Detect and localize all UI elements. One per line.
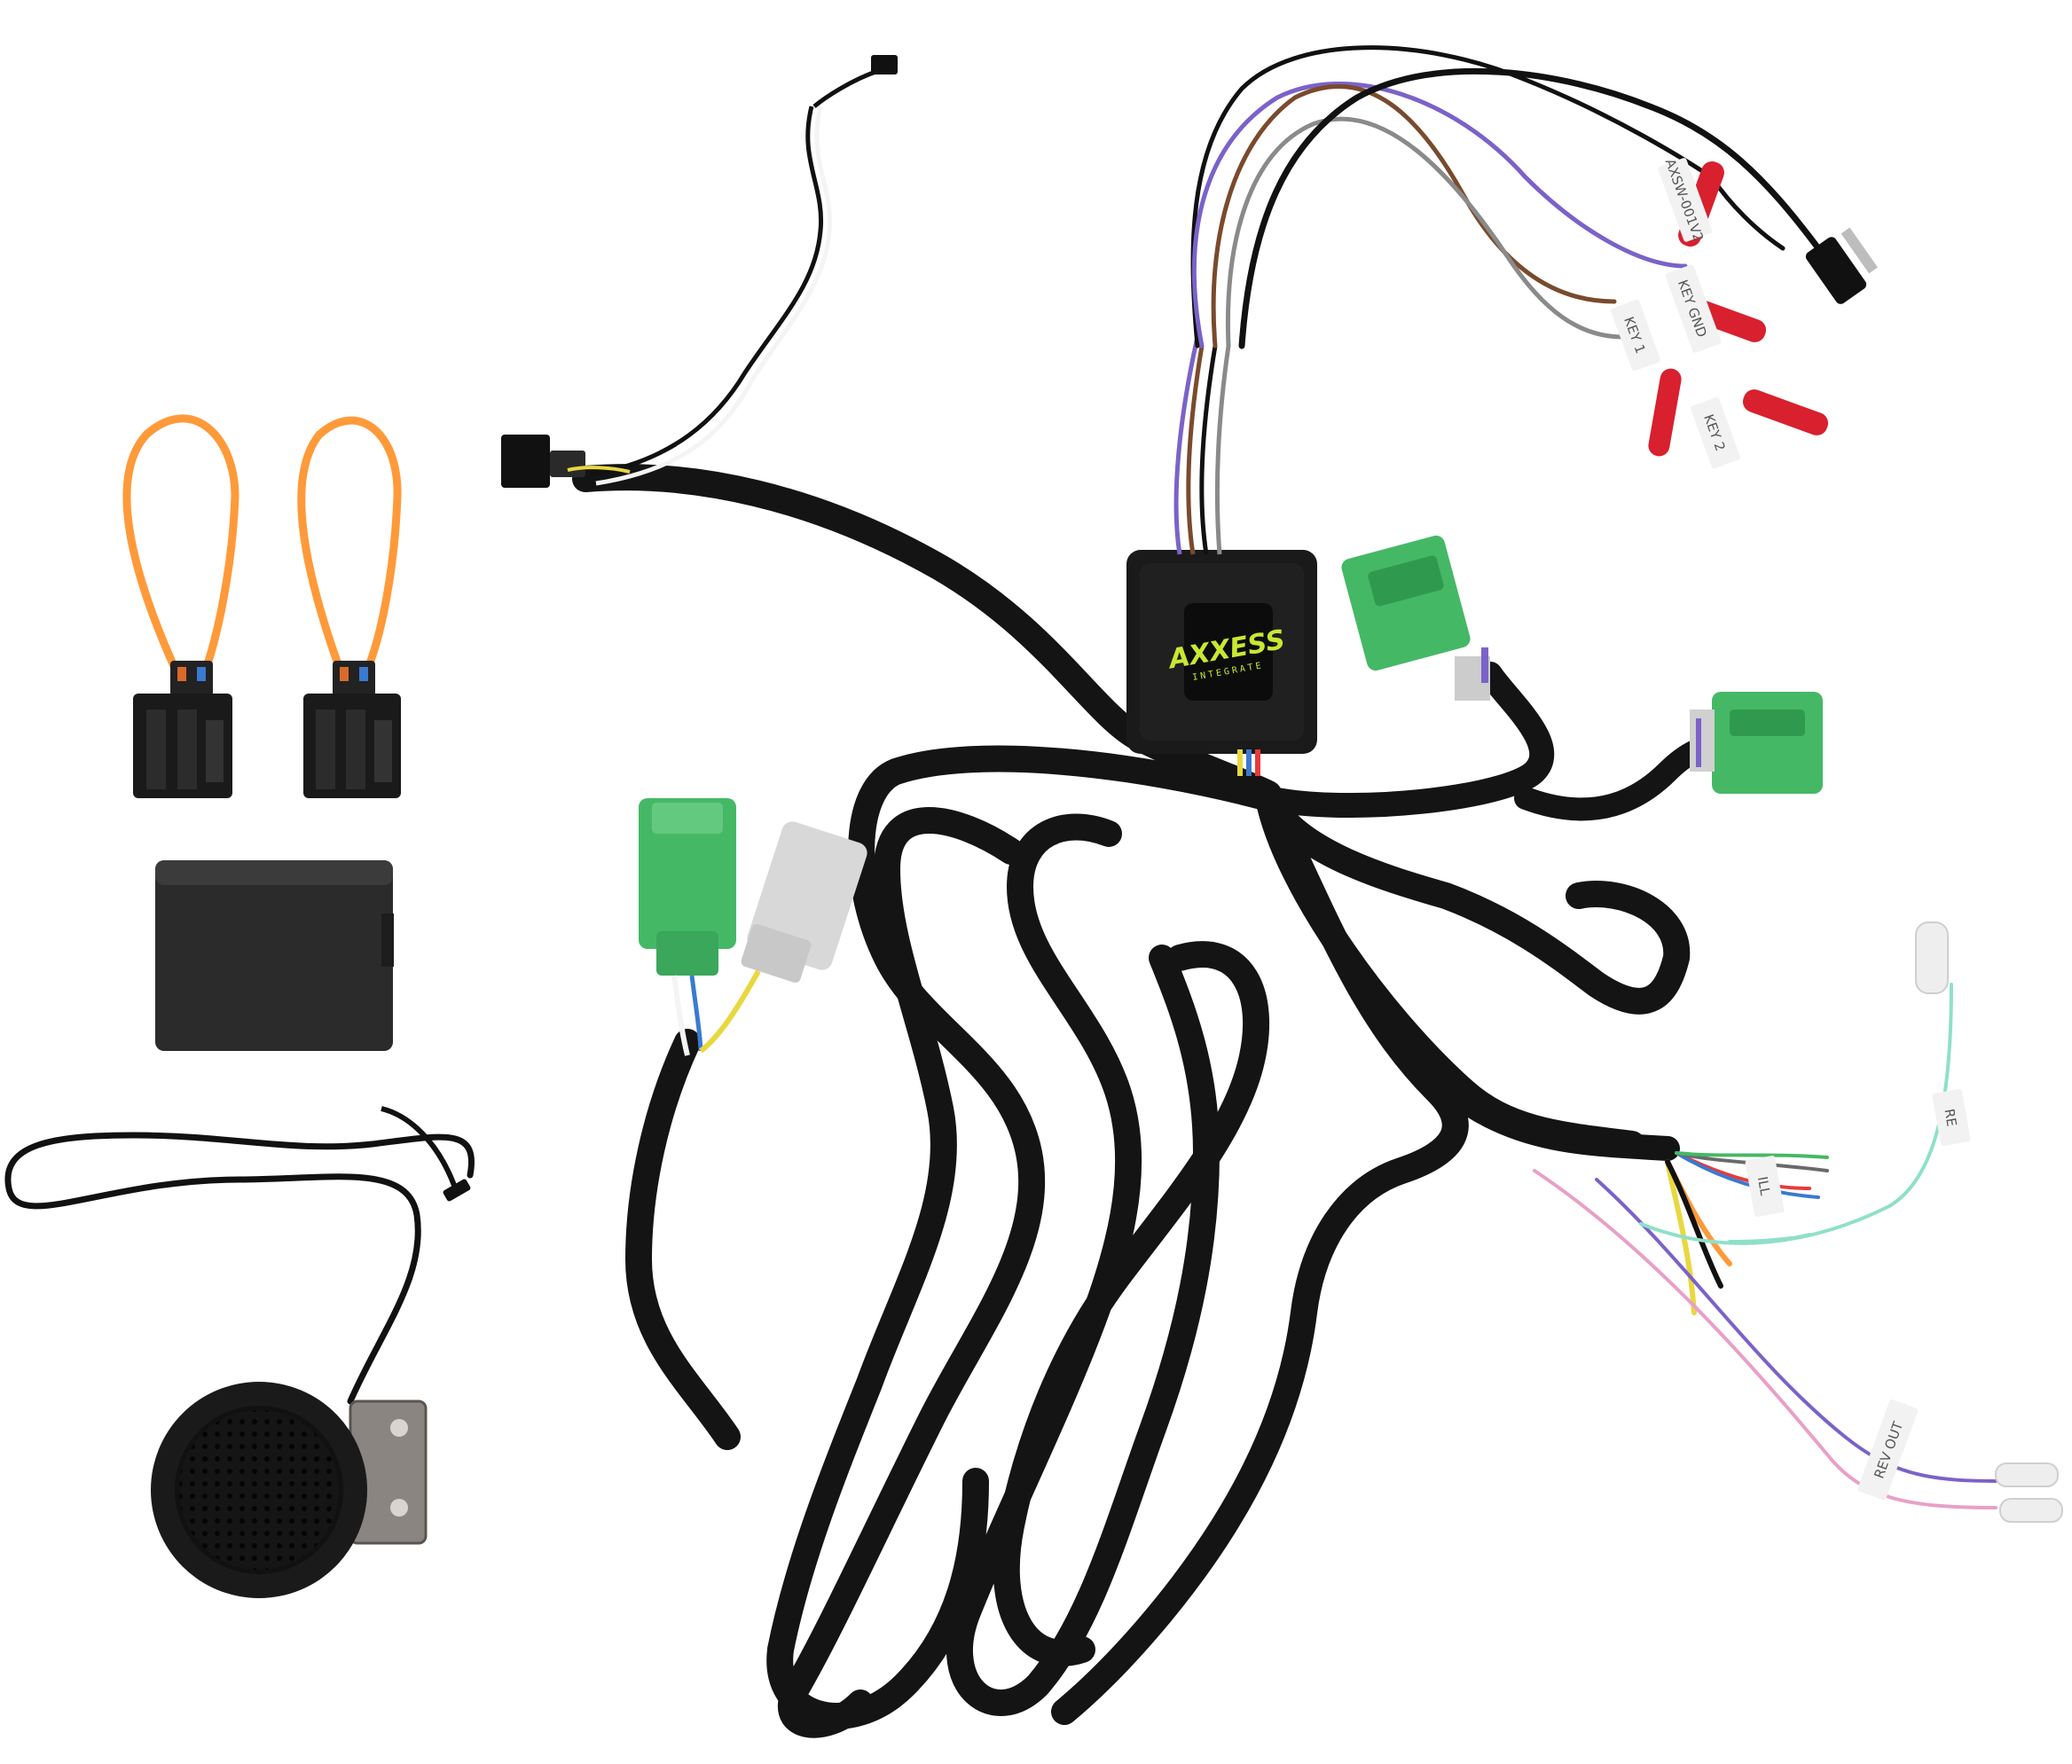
wire-labels-key: AXSW-001V2 KEY GND KEY 1 KEY 2 — [1611, 157, 1740, 469]
speaker-with-cable — [4, 1106, 475, 1598]
tag-re: RE — [1941, 1108, 1959, 1128]
green-connector-left — [639, 798, 736, 1056]
interface-box — [155, 860, 394, 1051]
green-connector-upper — [1341, 535, 1490, 701]
green-connector-lower — [1690, 692, 1823, 794]
audio-jack-3-5mm — [1805, 227, 1878, 304]
fiber-loop-bypass-right — [297, 416, 402, 798]
key-wire-bundle — [1190, 45, 1822, 349]
top-jst-connector — [501, 55, 898, 488]
wire-labels-lower: ILL REV OUT RE — [1745, 1088, 1971, 1501]
fiber-loop-bypass-left — [122, 414, 239, 798]
lower-right-wires — [1533, 983, 1997, 1509]
grey-connector-left — [699, 821, 867, 1054]
axxess-module: AXXESS INTEGRATE — [1126, 336, 1317, 776]
tag-ill: ILL — [1754, 1175, 1774, 1197]
bullet-terminals — [1915, 921, 2063, 1523]
